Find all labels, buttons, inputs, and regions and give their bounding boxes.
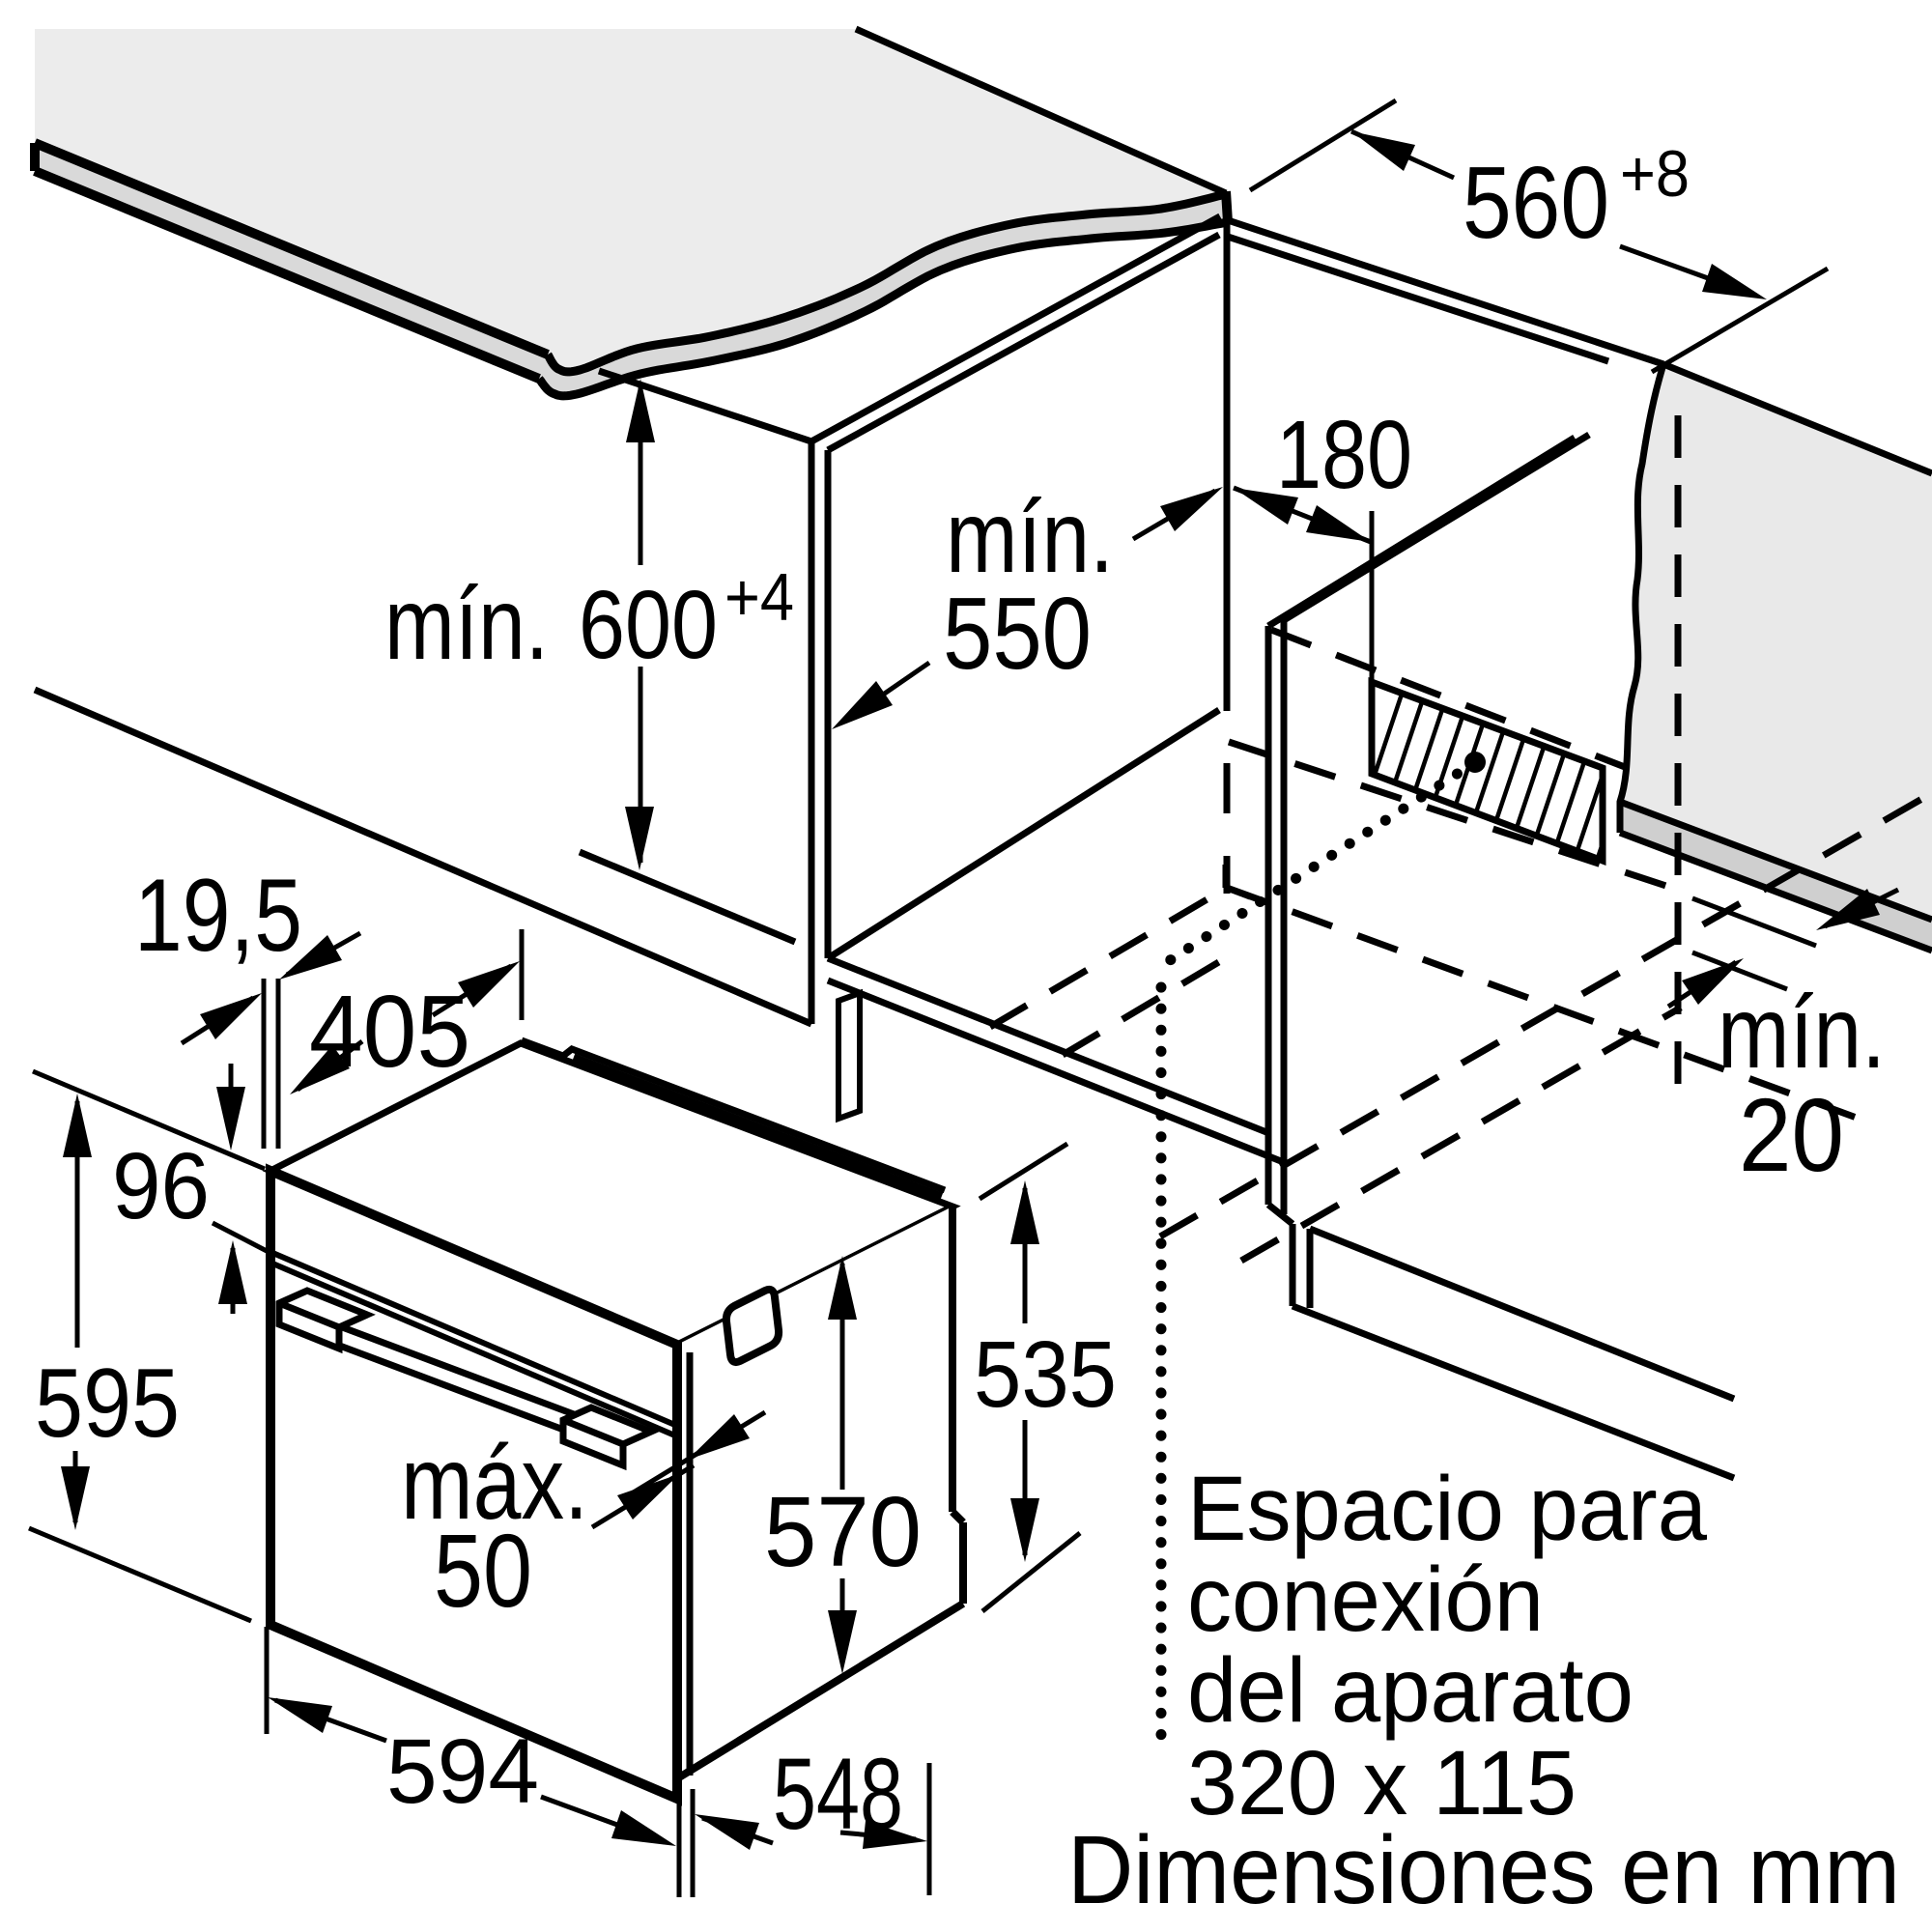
svg-text:96: 96 [112, 1133, 210, 1238]
svg-text:20: 20 [1739, 1076, 1844, 1193]
svg-text:mín.: mín. [1718, 976, 1886, 1090]
svg-text:560: 560 [1463, 146, 1609, 260]
svg-text:600: 600 [579, 571, 718, 679]
svg-text:19,5: 19,5 [134, 857, 302, 973]
svg-text:548: 548 [773, 1738, 903, 1851]
svg-text:conexión: conexión [1187, 1548, 1544, 1651]
svg-text:594: 594 [386, 1720, 539, 1823]
svg-text:+8: +8 [1620, 137, 1690, 211]
svg-text:+4: +4 [724, 559, 794, 635]
svg-text:550: 550 [943, 577, 1092, 691]
svg-text:Espacio para: Espacio para [1187, 1458, 1707, 1560]
svg-text:máx.: máx. [401, 1424, 588, 1541]
svg-text:50: 50 [434, 1512, 532, 1629]
svg-text:Dimensiones en mm: Dimensiones en mm [1067, 1816, 1900, 1924]
svg-text:320 x 115: 320 x 115 [1187, 1732, 1577, 1834]
svg-text:570: 570 [764, 1476, 922, 1587]
svg-text:405: 405 [309, 975, 470, 1089]
svg-text:535: 535 [974, 1321, 1117, 1427]
svg-text:mín.: mín. [946, 480, 1114, 594]
svg-text:mín.: mín. [384, 567, 549, 681]
svg-text:180: 180 [1276, 401, 1412, 509]
svg-text:595: 595 [35, 1350, 180, 1458]
svg-text:del aparato: del aparato [1187, 1639, 1634, 1742]
